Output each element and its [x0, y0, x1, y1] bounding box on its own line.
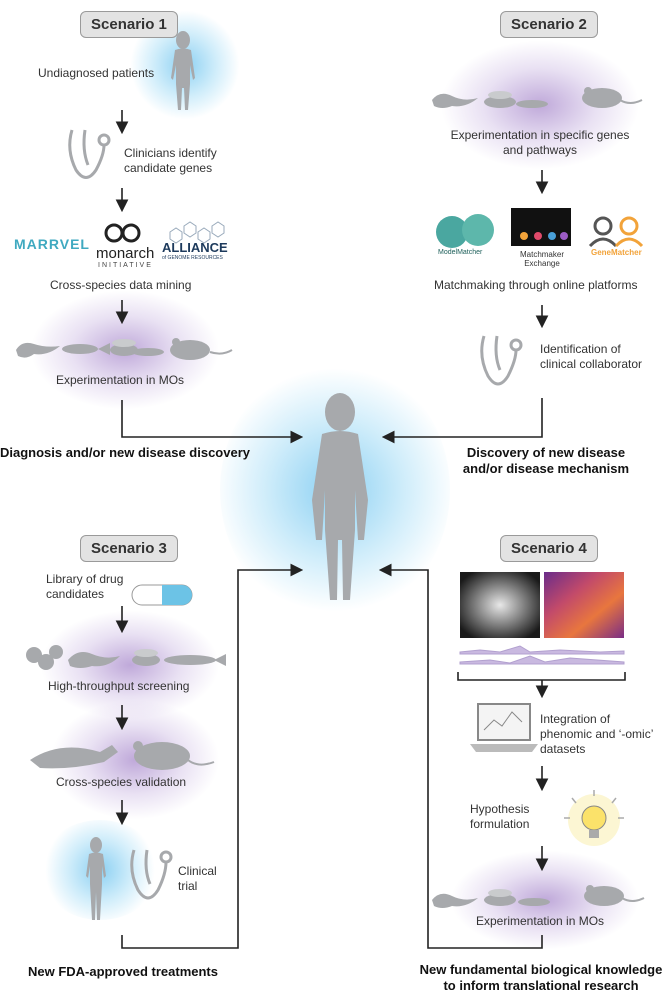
outcome-scenario-3: New FDA-approved treatments — [28, 964, 218, 979]
step-clinicians-identify: Clinicians identify candidate genes — [124, 146, 217, 175]
step-integration: Integration of phenomic and ‘-omic’ data… — [540, 712, 653, 756]
xray-image — [460, 572, 540, 638]
marrvel-logo: MARRVEL — [14, 236, 90, 252]
step-cross-species-mining: Cross-species data mining — [50, 278, 192, 292]
matchmaker-exchange-logo: Matchmaker Exchange — [519, 250, 564, 268]
modelmatcher-logo: ModelMatcher — [438, 249, 483, 256]
step-hypothesis: Hypothesis formulation — [470, 802, 530, 831]
scenario-4-label: Scenario 4 — [500, 535, 598, 562]
step-clinical-trial: Clinical trial — [178, 864, 217, 893]
monarch-logo-text: monarch — [96, 245, 155, 262]
worm-icon — [16, 342, 60, 358]
step-experimentation-genes: Experimentation in specific genes and pa… — [450, 128, 630, 157]
step-validation: Cross-species validation — [56, 775, 187, 789]
scenario-1-label: Scenario 1 — [80, 11, 178, 38]
step-undiagnosed-patients: Undiagnosed patients — [38, 66, 155, 80]
genematcher-logo: GeneMatcher — [591, 248, 642, 257]
step-experimentation-mos-1: Experimentation in MOs — [56, 373, 185, 387]
outcome-scenario-4: New fundamental biological knowledge to … — [419, 962, 663, 993]
scenario-2-label: Scenario 2 — [500, 11, 598, 38]
heatmap-image — [544, 572, 624, 638]
alliance-logo-text: ALLIANCE — [162, 240, 228, 255]
outcome-scenario-2: Discovery of new disease and/or disease … — [462, 445, 630, 476]
fly-icon — [110, 344, 138, 356]
step-identify-collaborator: Identification of clinical collaborator — [540, 342, 643, 371]
scenario-3-label: Scenario 3 — [80, 535, 178, 562]
step-experimentation-mos-4: Experimentation in MOs — [476, 914, 605, 928]
monarch-logo-subtext: INITIATIVE — [98, 262, 153, 269]
step-matchmaking: Matchmaking through online platforms — [434, 278, 638, 292]
step-drug-library: Library of drug candidates — [46, 572, 124, 601]
mouse-icon — [170, 340, 210, 360]
alliance-logo-subtext: of GENOME RESOURCES — [162, 255, 223, 261]
outcome-scenario-1: Diagnosis and/or new disease discovery — [0, 445, 250, 460]
step-screening: High-throughput screening — [48, 679, 190, 693]
zebrafish-icon — [62, 344, 98, 354]
